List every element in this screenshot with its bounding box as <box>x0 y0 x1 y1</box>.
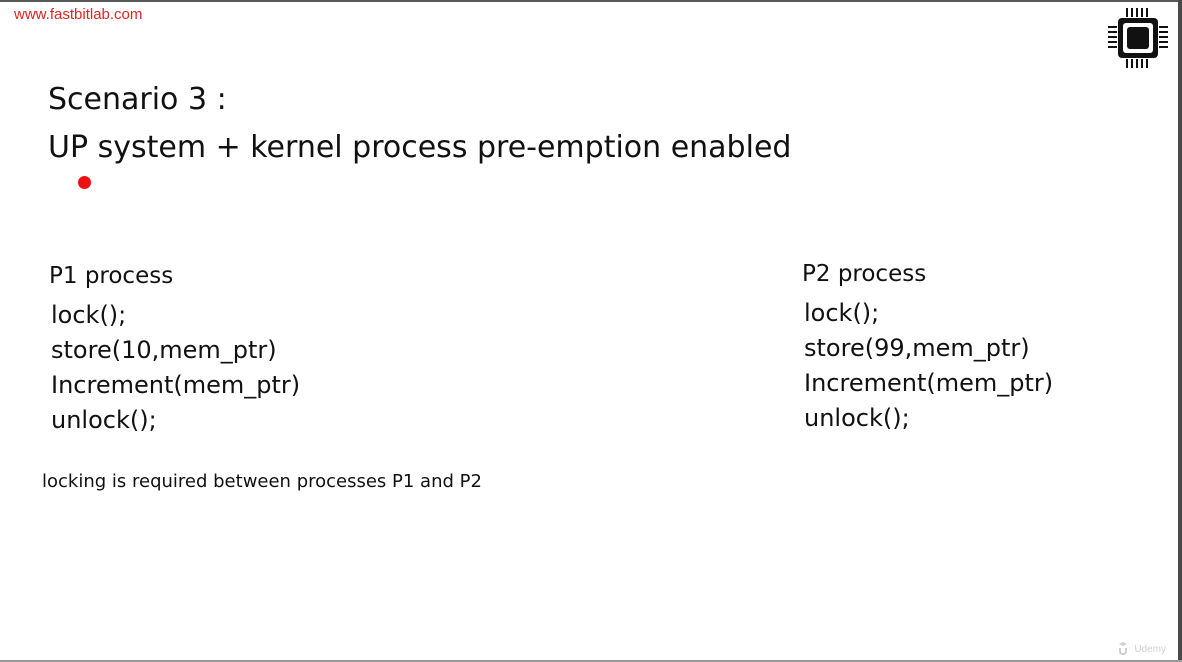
top-border <box>0 0 1182 2</box>
locking-note: locking is required between processes P1… <box>42 471 482 492</box>
right-border <box>1178 0 1182 662</box>
p2-code-line: lock(); <box>804 299 880 327</box>
p1-code-line: Increment(mem_ptr) <box>51 371 301 399</box>
p2-code-line: store(99,mem_ptr) <box>804 334 1030 362</box>
p1-code-line: store(10,mem_ptr) <box>51 336 277 364</box>
laser-pointer-dot <box>78 176 91 189</box>
scenario-title: Scenario 3 : <box>48 82 227 117</box>
p2-code-list: lock(); store(99,mem_ptr) Increment(mem_… <box>802 296 1053 436</box>
p1-code-line: lock(); <box>51 301 127 329</box>
scenario-subtitle: UP system + kernel process pre-emption e… <box>48 130 792 165</box>
p1-code-list: lock(); store(10,mem_ptr) Increment(mem_… <box>49 298 300 438</box>
p1-process-heading: P1 process <box>49 263 174 289</box>
udemy-icon <box>1119 642 1128 655</box>
chip-icon <box>1108 8 1168 68</box>
udemy-watermark-text: Udemy <box>1134 643 1166 655</box>
website-url[interactable]: www.fastbitlab.com <box>14 6 143 23</box>
p1-code-line: unlock(); <box>51 406 157 434</box>
bottom-border <box>0 660 1182 662</box>
p2-code-line: unlock(); <box>804 404 910 432</box>
udemy-watermark: Udemy <box>1116 642 1166 656</box>
p2-process-heading: P2 process <box>802 261 927 287</box>
p1-process-block: P1 process lock(); store(10,mem_ptr) Inc… <box>49 260 300 438</box>
p2-code-line: Increment(mem_ptr) <box>804 369 1054 397</box>
p2-process-block: P2 process lock(); store(99,mem_ptr) Inc… <box>802 258 1053 436</box>
